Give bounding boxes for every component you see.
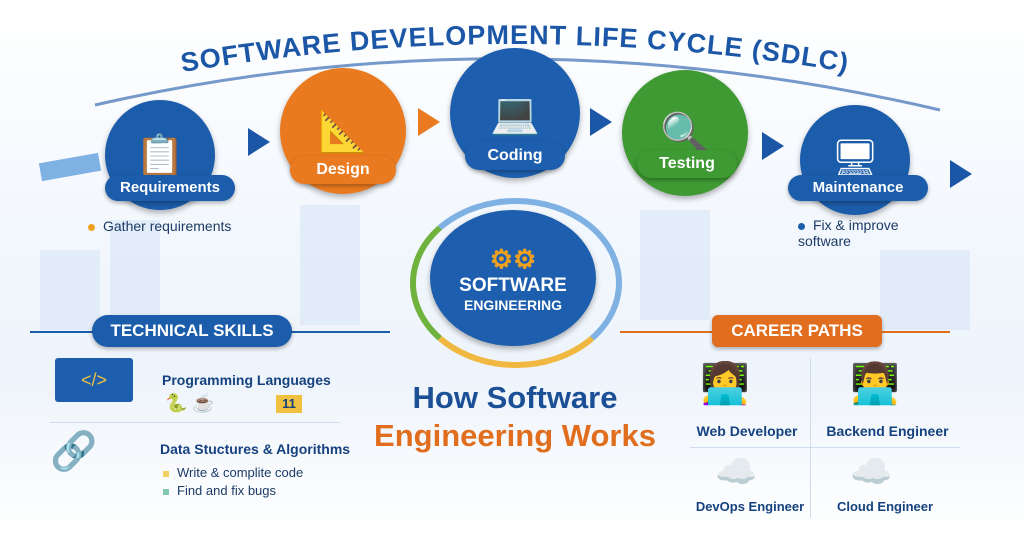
backend-engineer-illustration: 👨‍💻 <box>850 362 900 406</box>
stage-label: Testing <box>637 150 737 178</box>
note-gather: Gather requirements <box>88 218 231 234</box>
magnifier-bug-icon: 🔍 <box>660 111 710 156</box>
laptop-code-icon: 💻 <box>490 91 540 136</box>
language-logos-icon: 🐍 ☕ <box>165 393 215 413</box>
skill-dsa: Data Stuctures & Algorithms <box>160 441 351 457</box>
tree-graph-icon: 🔗 <box>50 431 98 473</box>
bullet-icon <box>798 222 805 230</box>
city-building <box>40 250 100 330</box>
cpp-badge: 11 <box>276 395 302 413</box>
note-fix: Fix & improve software <box>798 217 899 249</box>
clipboard-checklist-icon: 📋 <box>135 133 185 178</box>
city-building <box>640 210 710 320</box>
career-web-developer: Web Developer <box>696 423 798 439</box>
divider <box>50 422 340 423</box>
skill-programming: Programming Languages <box>162 372 331 388</box>
stage-label: Coding <box>465 142 565 170</box>
cloud-engineer-illustration: ☁️ <box>850 453 893 491</box>
web-developer-illustration: 👩‍💻 <box>700 362 750 406</box>
headline-line2: Engineering Works <box>374 418 656 453</box>
career-backend-engineer: Backend Engineer <box>826 423 949 439</box>
stage-label: Maintenance <box>788 175 928 201</box>
divider <box>810 358 811 518</box>
flow-arrow <box>762 132 784 160</box>
cycle-ring <box>410 198 622 368</box>
flow-arrow <box>950 160 972 188</box>
city-building <box>300 205 360 325</box>
stage-label: Requirements <box>105 175 235 201</box>
flow-arrow <box>248 128 270 156</box>
city-building <box>880 250 970 330</box>
divider <box>690 447 960 448</box>
blueprint-icon: 📐 <box>318 109 368 154</box>
flow-arrow <box>590 108 612 136</box>
career-cloud-engineer: Cloud Engineer <box>836 499 934 514</box>
technical-skills-heading: TECHNICAL SKILLS <box>92 315 292 347</box>
headline-line1: How Software <box>412 380 618 415</box>
career-paths-heading: CAREER PATHS <box>712 315 882 347</box>
skill-bullet: Write & complite code <box>163 465 303 480</box>
server-gear-icon: 🖥 <box>830 139 880 181</box>
city-building <box>110 220 160 330</box>
career-devops-engineer: DevOps Engineer <box>695 499 805 514</box>
software-engineering-hub: ⚙⚙ SOFTWARE ENGINEERING <box>430 210 596 346</box>
devops-engineer-illustration: ☁️ <box>715 453 758 491</box>
stage-label: Design <box>290 156 396 184</box>
skill-bullet: Find and fix bugs <box>163 483 276 498</box>
gears-icon: ⚙⚙ <box>489 243 537 274</box>
flow-arrow <box>418 108 440 136</box>
laptop-code-icon: </> <box>55 358 133 402</box>
bullet-icon <box>88 223 95 231</box>
